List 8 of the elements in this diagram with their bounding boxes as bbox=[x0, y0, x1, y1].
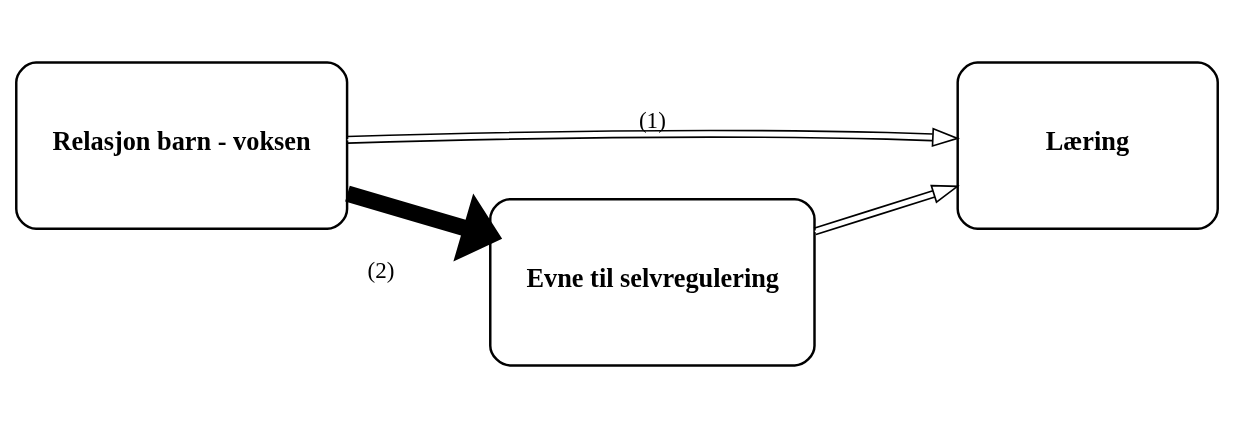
edge-label: (1) bbox=[638, 106, 666, 133]
node-box: Evne til selvregulering bbox=[489, 197, 816, 367]
edge-label: (2) bbox=[367, 257, 395, 284]
arrow bbox=[345, 185, 503, 262]
arrow bbox=[813, 184, 960, 236]
node-box: Relasjon barn - voksen bbox=[15, 61, 349, 231]
arrow bbox=[346, 127, 961, 148]
node-box: Læring bbox=[956, 61, 1219, 231]
